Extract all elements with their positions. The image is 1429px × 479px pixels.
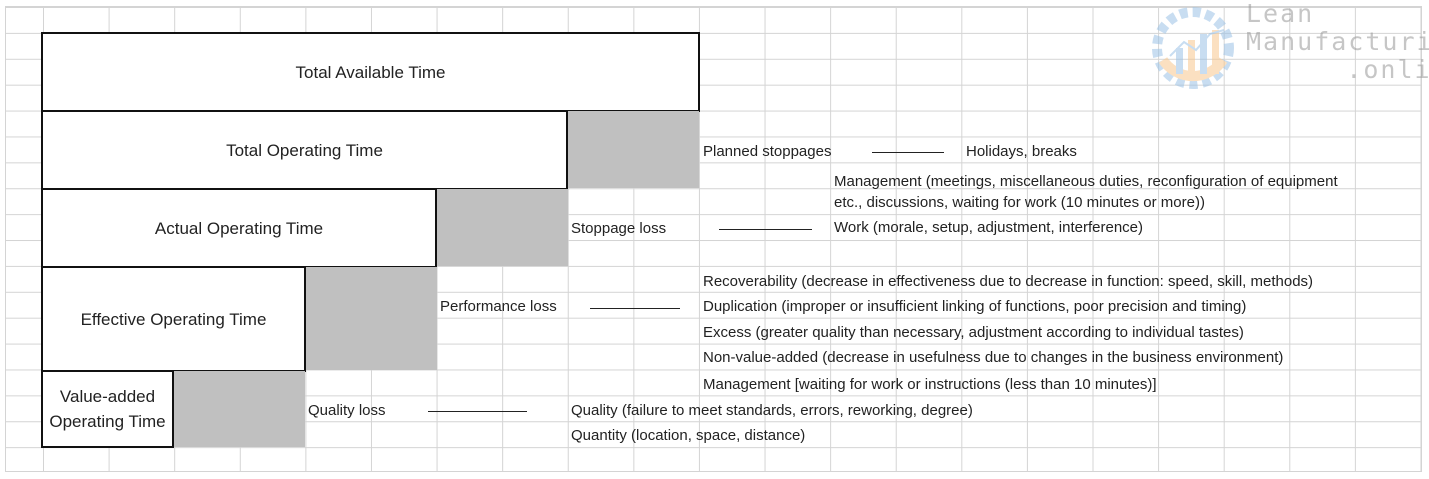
logo-manufacturing: Manufacturing [1246,27,1429,56]
effective-operating-time-box: Effective Operating Time [41,266,306,372]
duplication-detail: Duplication (improper or insufficient li… [703,298,1247,315]
recoverability-detail: Recoverability (decrease in effectivenes… [703,273,1314,290]
lean-manufacturing-logo: Lean Manufacturing .online [1148,0,1429,96]
management-detail-1: Management (meetings, miscellaneous duti… [834,173,1338,190]
planned-stoppages-label: Planned stoppages [703,143,832,160]
logo-online: .online [1346,55,1429,84]
gear-chart-icon [1152,7,1234,89]
quantity-detail: Quantity (location, space, distance) [571,427,806,444]
performance-loss-label: Performance loss [440,298,557,315]
quality-detail: Quality (failure to meet standards, erro… [571,402,973,419]
connector-line [872,152,944,153]
total-available-time-box: Total Available Time [41,32,700,112]
total-operating-time-box: Total Operating Time [41,110,568,190]
connector-line [719,229,812,230]
quality-loss-label: Quality loss [308,402,386,419]
logo-lean: Lean [1246,0,1315,28]
connector-line [428,411,527,412]
planned-stoppage-loss-block [568,111,699,188]
holidays-detail: Holidays, breaks [966,143,1077,160]
connector-line [590,308,680,309]
non-value-added-detail: Non-value-added (decrease in usefulness … [703,349,1284,366]
management-waiting-detail: Management [waiting for work or instruct… [703,376,1157,393]
stoppage-loss-label: Stoppage loss [571,220,667,237]
quality-loss-block [174,371,305,447]
management-detail-2: etc., discussions, waiting for work (10 … [834,194,1205,211]
performance-loss-block [306,267,437,370]
work-detail: Work (morale, setup, adjustment, interfe… [834,219,1144,236]
actual-operating-time-box: Actual Operating Time [41,188,437,268]
stoppage-loss-block [437,189,568,266]
value-added-operating-time-box: Value-added Operating Time [41,370,174,448]
excess-detail: Excess (greater quality than necessary, … [703,324,1244,341]
